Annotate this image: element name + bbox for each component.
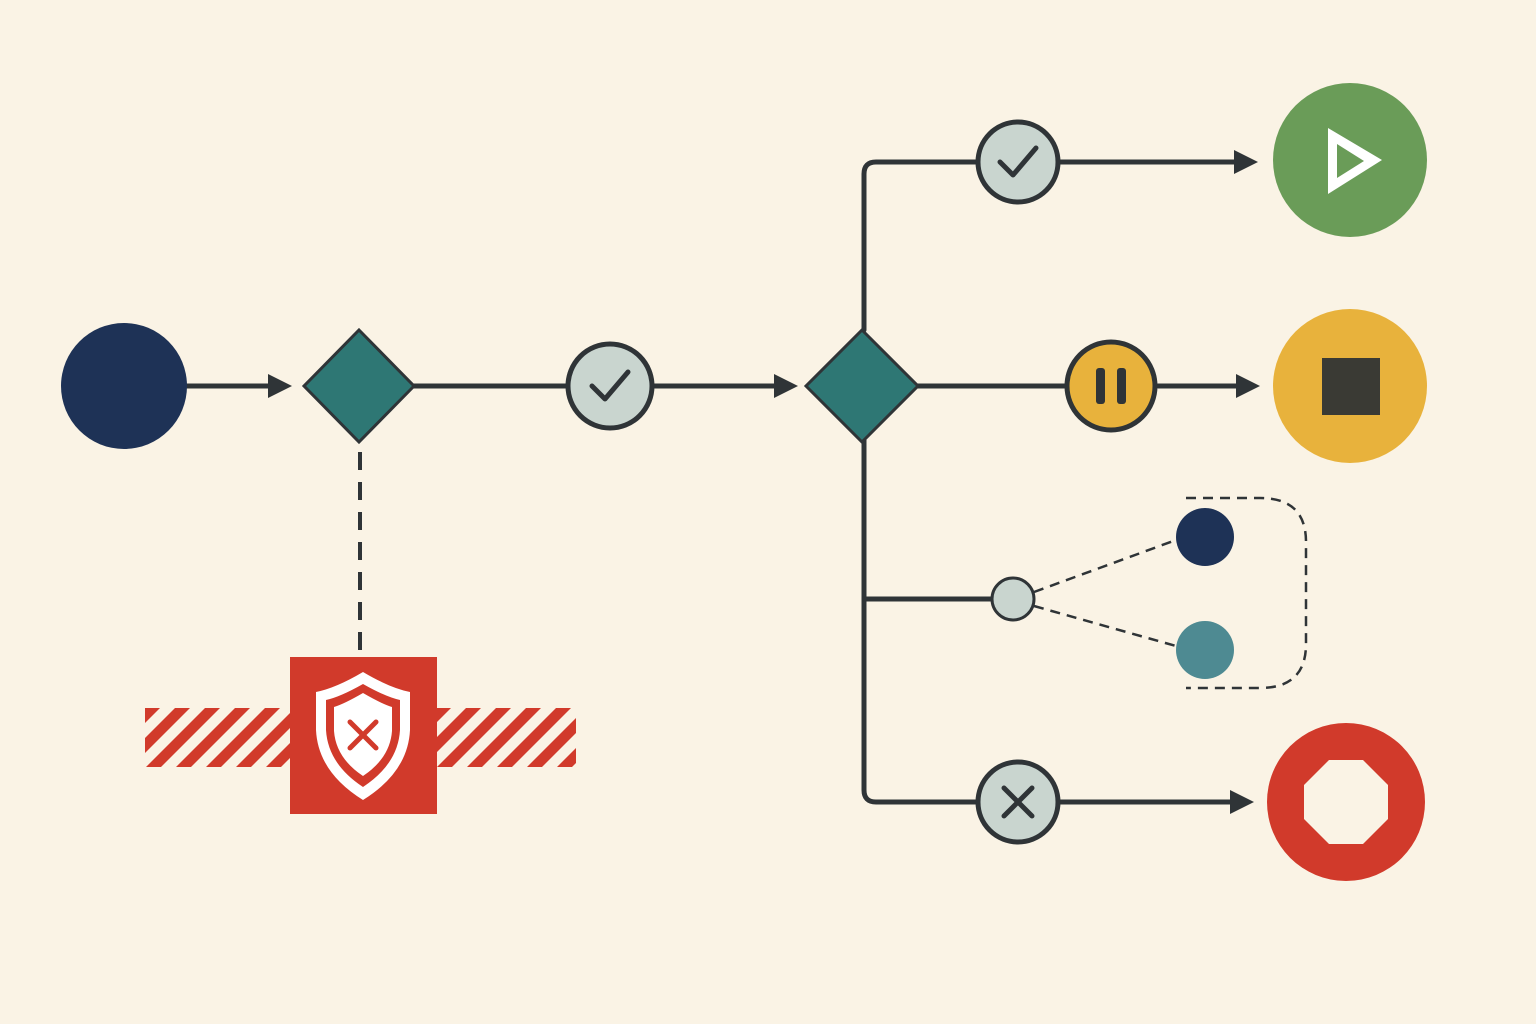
edge-decision-2-branch-up bbox=[861, 159, 983, 333]
edge-split-to-sub-b bbox=[1033, 604, 1177, 648]
split-junction-node bbox=[990, 576, 1036, 622]
arrowhead-play bbox=[1234, 150, 1258, 174]
octagon-stop-icon bbox=[1304, 760, 1388, 844]
stop-square-icon bbox=[1322, 358, 1380, 415]
end-node-octagon bbox=[1267, 723, 1425, 881]
arrowhead-decision-2 bbox=[774, 374, 798, 398]
status-node-check-1 bbox=[565, 341, 655, 431]
start-node bbox=[61, 323, 187, 449]
sub-group-border bbox=[1186, 496, 1308, 690]
check-icon bbox=[589, 369, 631, 402]
edge-split-to-sub-a bbox=[1033, 538, 1177, 594]
pause-icon-bar-left bbox=[1096, 368, 1105, 404]
arrowhead-octagon bbox=[1230, 790, 1254, 814]
end-node-play bbox=[1273, 83, 1427, 237]
error-block bbox=[145, 657, 576, 814]
shield-x-icon bbox=[316, 672, 410, 800]
edge-decision-2-branch-down bbox=[861, 437, 981, 805]
end-node-stop bbox=[1273, 309, 1427, 463]
arrowhead-stop bbox=[1236, 374, 1260, 398]
sub-node-top bbox=[1176, 508, 1234, 566]
hazard-stripe-set-left bbox=[145, 708, 291, 767]
status-node-check-2 bbox=[975, 119, 1061, 205]
sub-node-bottom bbox=[1176, 621, 1234, 679]
decision-node-1 bbox=[301, 327, 417, 445]
hazard-stripe-set-right bbox=[436, 708, 576, 767]
check-icon bbox=[997, 145, 1039, 178]
pause-icon-bar-right bbox=[1117, 368, 1126, 404]
status-node-cancel bbox=[975, 759, 1061, 845]
decision-node-2 bbox=[803, 327, 921, 445]
arrowhead-decision-1 bbox=[268, 374, 292, 398]
status-node-pause bbox=[1064, 339, 1158, 433]
